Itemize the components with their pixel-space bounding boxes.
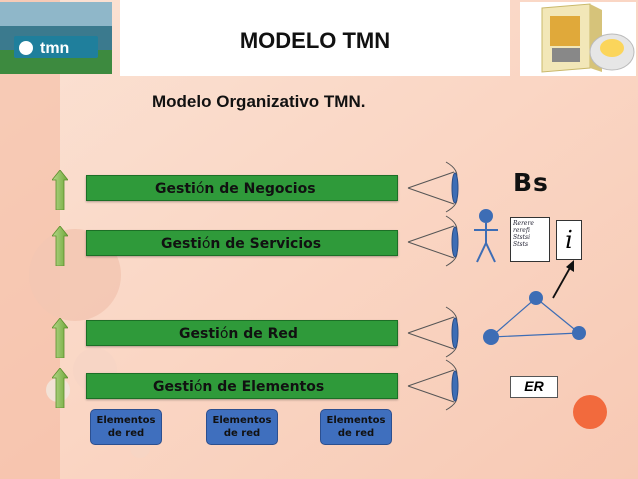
up-arrow-icon [52, 170, 68, 210]
bs-label: Bs [513, 168, 549, 197]
eye-cone-icon [407, 359, 458, 411]
product-box-picture [520, 2, 636, 76]
layer-label: Gesti [179, 326, 220, 342]
up-arrow-icon [52, 226, 68, 266]
layer-label: n de Elementos [202, 379, 325, 395]
document-note: Rerere rerefi Ststsi Ststs [510, 217, 550, 262]
er-label: ER [510, 376, 558, 398]
layer-element-management: Gestión de Elementos [86, 373, 398, 399]
user-figure-icon [474, 209, 498, 263]
title-box [120, 0, 510, 76]
up-arrow-icon [52, 368, 68, 408]
lens-icon [451, 317, 459, 349]
layer-label: n de Servicios [210, 236, 322, 252]
network-element-line2: de red [107, 428, 145, 439]
network-graph-icon [483, 291, 586, 345]
network-element-box: Elementos de red [320, 409, 392, 445]
layer-label: Gesti [153, 379, 194, 395]
network-element-line2: de red [223, 428, 261, 439]
eye-cone-icon [407, 306, 458, 358]
network-element-line1: Elementos [212, 415, 272, 426]
layer-label-accent: ó [193, 379, 203, 395]
layer-business-management: Gestión de Negocios [86, 175, 398, 201]
layer-label: Gesti [161, 236, 202, 252]
pointer-arrow-icon [552, 260, 574, 299]
layer-label-accent: ó [195, 181, 205, 197]
doc-line: Ststs [513, 241, 529, 248]
layer-label: n de Negocios [204, 181, 316, 197]
doc-line: Ststsi [513, 234, 531, 241]
layer-label-accent: ó [201, 236, 211, 252]
network-element-line1: Elementos [326, 415, 386, 426]
accent-circle [573, 395, 607, 429]
layer-label: Gesti [155, 181, 196, 197]
lens-icon [451, 370, 459, 402]
eye-cone-icon [407, 215, 458, 267]
eye-cone-icon [407, 161, 458, 213]
layer-service-management: Gestión de Servicios [86, 230, 398, 256]
layer-label: n de Red [228, 326, 298, 342]
network-element-box: Elementos de red [90, 409, 162, 445]
info-box: i [556, 220, 582, 260]
layer-label-accent: ó [219, 326, 229, 342]
doc-line: rerefi [513, 227, 530, 234]
doc-line: Rerere [513, 220, 534, 227]
slide-subtitle: Modelo Organizativo TMN. [152, 92, 366, 111]
layer-network-management: Gestión de Red [86, 320, 398, 346]
lens-icon [451, 226, 459, 258]
slide-title: MODELO TMN [239, 28, 391, 53]
network-element-line1: Elementos [96, 415, 156, 426]
lens-icon [451, 172, 459, 204]
tmn-building-photo: tmn [0, 2, 112, 74]
up-arrow-icon [52, 318, 68, 358]
tmn-logo-text: tmn [40, 40, 69, 57]
network-element-line2: de red [337, 428, 375, 439]
network-element-box: Elementos de red [206, 409, 278, 445]
